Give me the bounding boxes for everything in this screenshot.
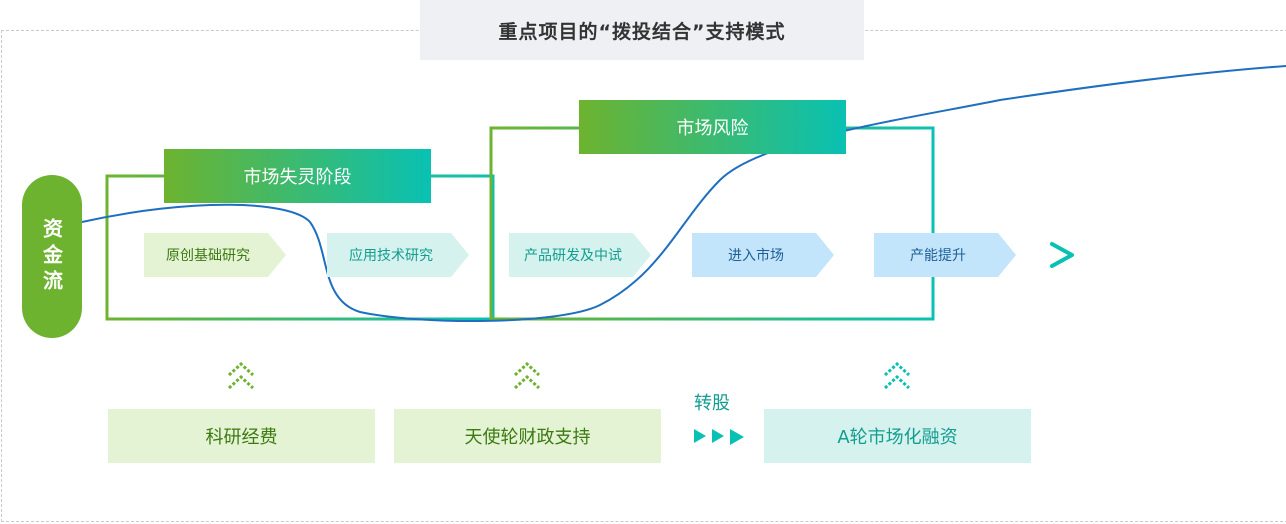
support-research-funding: 科研经费	[108, 409, 375, 463]
chevron-up-icon	[513, 361, 541, 390]
support-series-a: A轮市场化融资	[764, 409, 1031, 463]
play-arrow-icon	[712, 429, 724, 443]
market-risk-label: 市场风险	[579, 100, 846, 154]
capital-flow-label: 资金流	[22, 175, 82, 338]
market-failure-label: 市场失灵阶段	[164, 149, 431, 203]
stage-capacity-expansion: 产能提升	[874, 233, 1016, 277]
diagram-title: 重点项目的“拨投结合”支持模式	[420, 0, 864, 60]
play-arrow-icon	[730, 429, 744, 445]
conversion-arrows	[694, 429, 744, 445]
conversion-label: 转股	[694, 393, 730, 414]
chevron-up-icon	[883, 361, 911, 390]
stage-applied-research: 应用技术研究	[327, 233, 469, 277]
support-angel-fiscal: 天使轮财政支持	[394, 409, 661, 463]
play-arrow-icon	[694, 429, 706, 443]
chevron-up-icon	[227, 361, 255, 390]
stage-basic-research: 原创基础研究	[144, 233, 286, 277]
stage-product-development: 产品研发及中试	[509, 233, 651, 277]
market-risk-box	[489, 126, 935, 321]
stage-market-entry: 进入市场	[692, 233, 834, 277]
flow-arrowhead-icon	[1050, 242, 1074, 268]
capital-curve	[81, 65, 1286, 323]
